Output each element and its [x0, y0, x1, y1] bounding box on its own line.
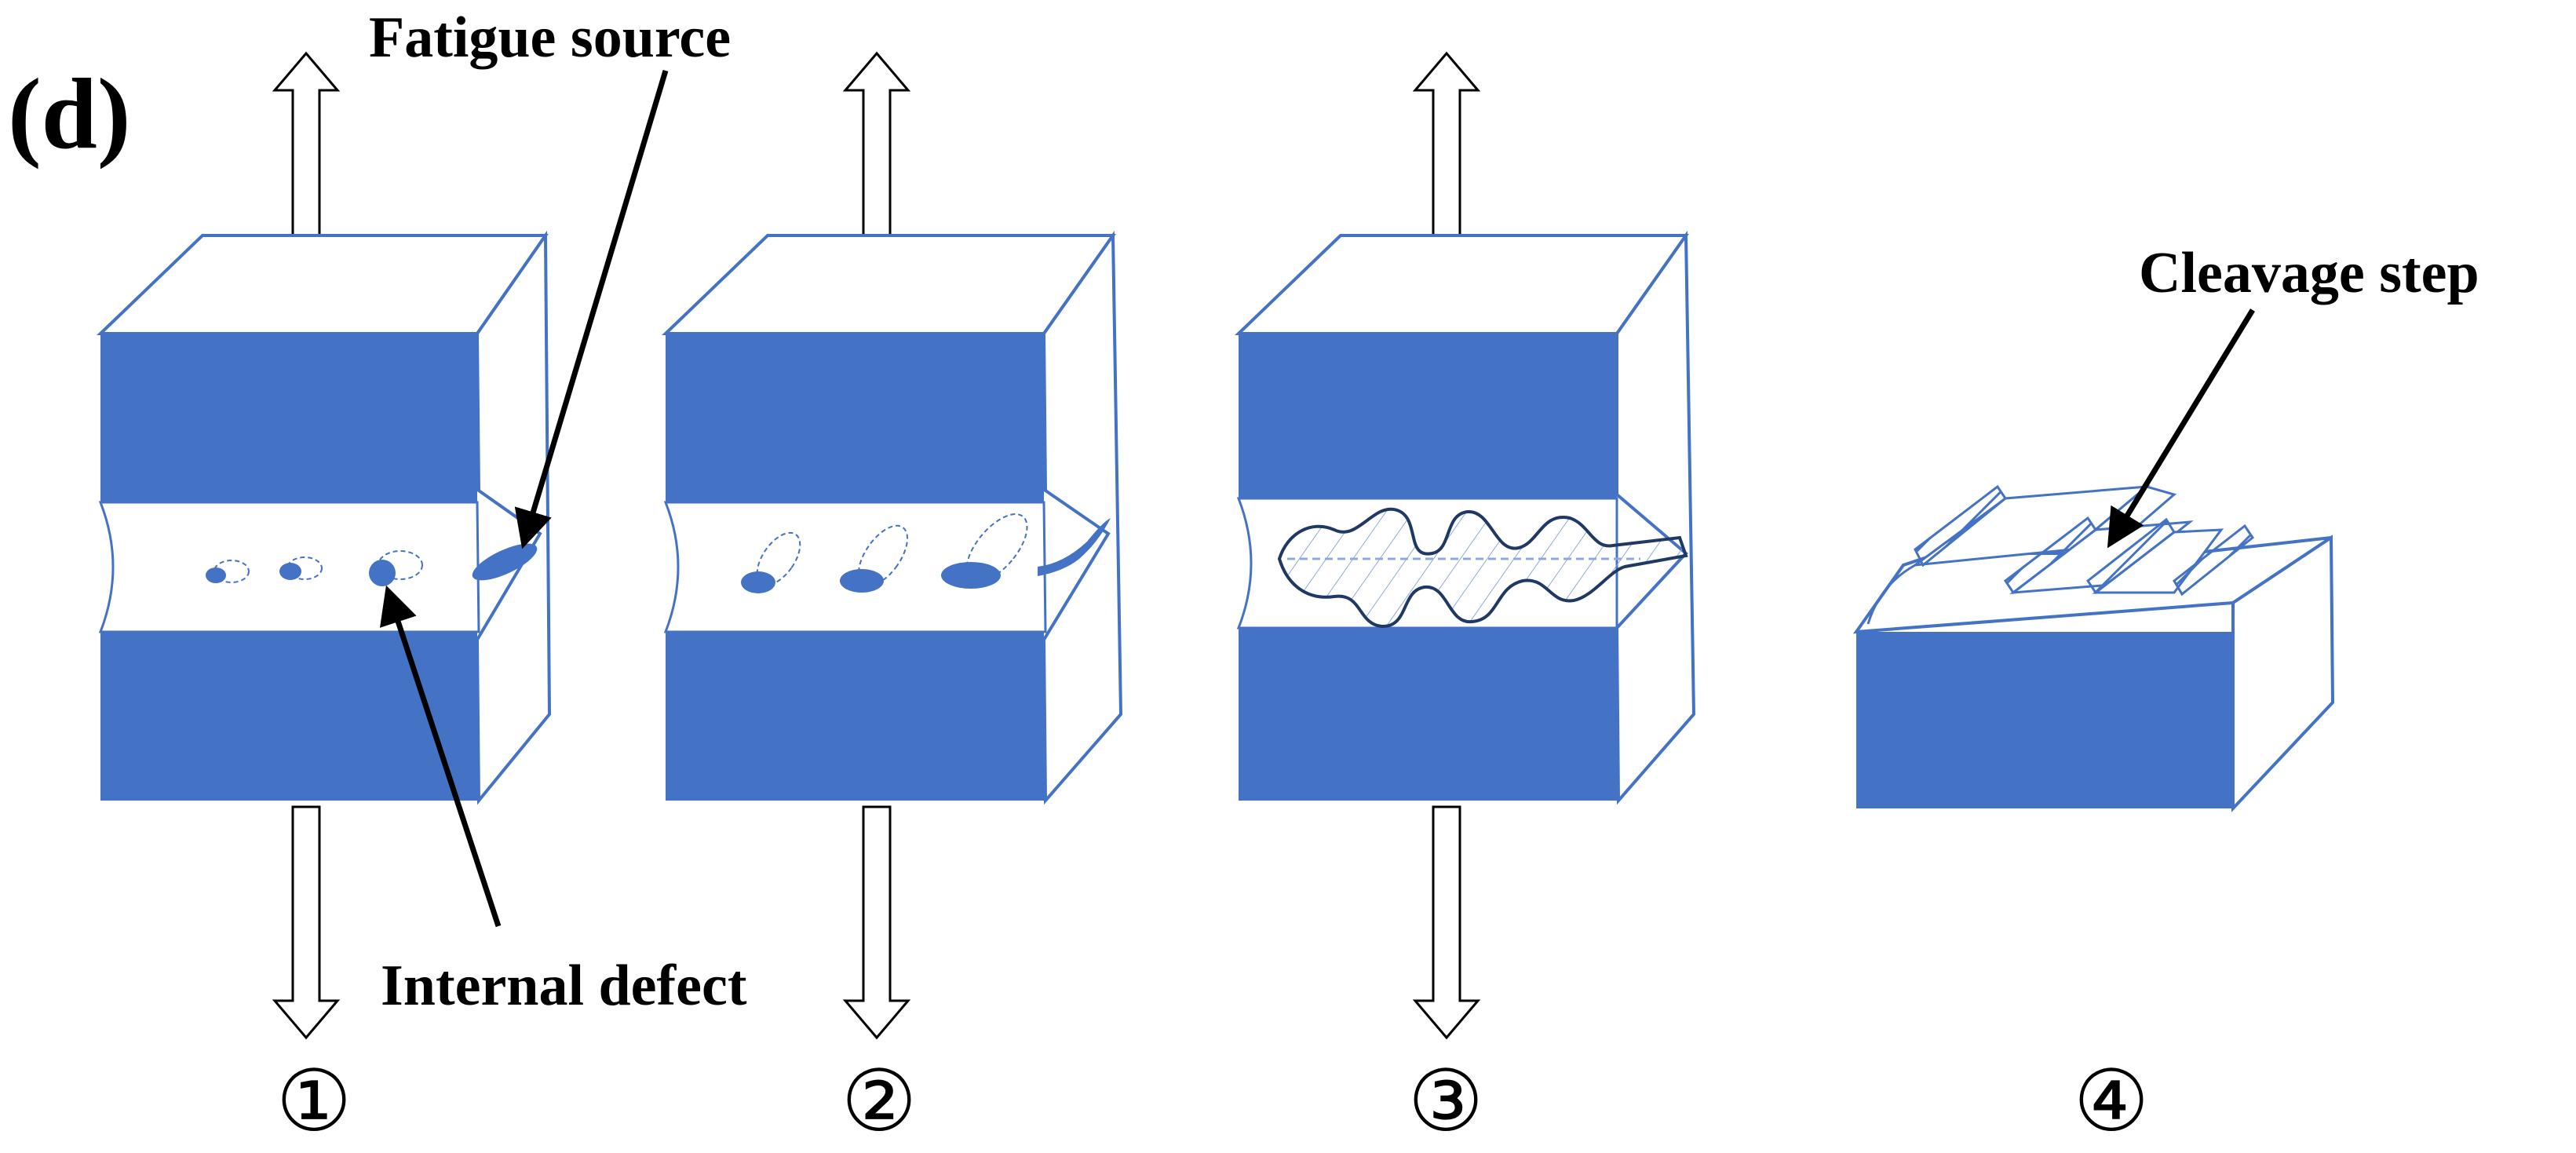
cleavage-step [2173, 524, 2255, 597]
fatigue-source-label: Fatigue source [369, 5, 731, 70]
stage-label-4: ④ [2074, 1053, 2150, 1151]
hollow-arrow-icon [842, 805, 911, 1040]
panel-label: (d) [8, 58, 130, 170]
pointer-arrow-icon [514, 69, 669, 549]
stage-label-2: ② [841, 1053, 918, 1151]
stage-label-3: ③ [1408, 1053, 1484, 1151]
stage-4-fractured-half [1852, 484, 2335, 813]
cleavage-step [1914, 484, 2008, 567]
stage-2-specimen [662, 51, 1123, 1040]
internal-defect-label: Internal defect [381, 954, 747, 1018]
cleavage-step-label: Cleavage step [2139, 241, 2479, 305]
pointer-arrow-icon [379, 585, 502, 928]
hollow-arrow-icon [272, 805, 341, 1040]
stage-3-specimen [1235, 51, 1696, 1040]
stage-label-1: ① [276, 1053, 352, 1151]
hollow-arrow-icon [1412, 805, 1481, 1040]
crack-front [1277, 507, 1688, 629]
stage-1-specimen [97, 51, 552, 1040]
pointer-arrow-icon [2107, 308, 2255, 549]
